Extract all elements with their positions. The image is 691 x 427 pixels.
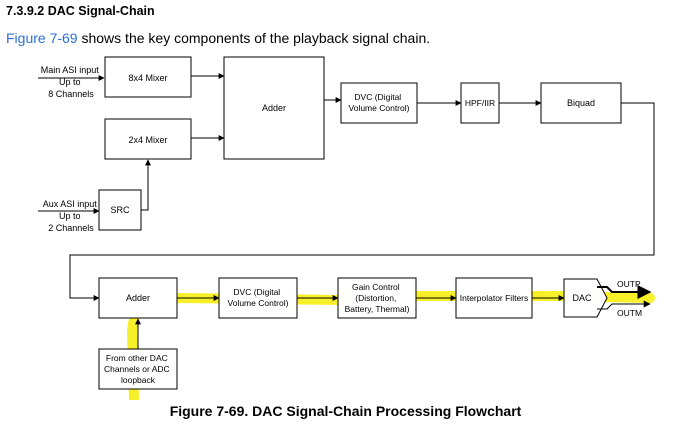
outm-label: OUTM [617, 308, 642, 318]
figure-caption: Figure 7-69. DAC Signal-Chain Processing… [169, 403, 522, 419]
interpolator-label: Interpolator Filters [460, 293, 529, 303]
gain-control-label: Gain Control (Distortion, Battery, Therm… [345, 282, 410, 314]
intro-rest: shows the key components of the playback… [77, 30, 431, 46]
outp-label: OUTP [617, 279, 641, 289]
dac-label: DAC [572, 293, 592, 303]
hpf-iir-block [460, 82, 500, 124]
biquad-label: Biquad [567, 98, 595, 108]
figure-link[interactable]: Figure 7-69 [6, 30, 78, 46]
intro-text: Figure 7-69 shows the key components of … [6, 30, 430, 46]
mixer-8x4-block [104, 56, 192, 98]
from-other-label: From other DAC Channels or ADC loopback [104, 353, 172, 385]
hpf-iir-label: HPF/IIR [465, 98, 495, 108]
src-block [98, 189, 142, 231]
adder-top-block [223, 56, 325, 160]
dvc-bottom-label: DVC (Digital Volume Control) [228, 287, 289, 308]
dac-block [563, 278, 608, 318]
aux-asi-label: Aux ASI input Up to 2 Channels [43, 199, 100, 233]
dvc-top-label: DVC (Digital Volume Control) [349, 92, 410, 113]
dvc-bottom-block [218, 277, 298, 319]
signal-chain-diagram: Main ASI input Up to 8 Channels 8x4 Mixe… [38, 56, 655, 400]
main-asi-label: Main ASI input Up to 8 Channels [41, 65, 102, 99]
loopback-connector [69, 102, 655, 301]
adder-bottom-label: Adder [126, 293, 150, 303]
gain-control-block [337, 277, 417, 319]
biquad-block [540, 82, 622, 124]
adder-bottom-block [98, 277, 178, 319]
mixer-8x4-label: 8x4 Mixer [128, 73, 167, 83]
dvc-top-block [340, 82, 418, 124]
from-other-block [98, 348, 178, 390]
mixer-2x4-label: 2x4 Mixer [128, 135, 167, 145]
mixer-2x4-block [104, 118, 192, 160]
src-label: SRC [110, 205, 130, 215]
section-heading: 7.3.9.2 DAC Signal-Chain [6, 4, 155, 18]
adder-top-label: Adder [262, 103, 286, 113]
